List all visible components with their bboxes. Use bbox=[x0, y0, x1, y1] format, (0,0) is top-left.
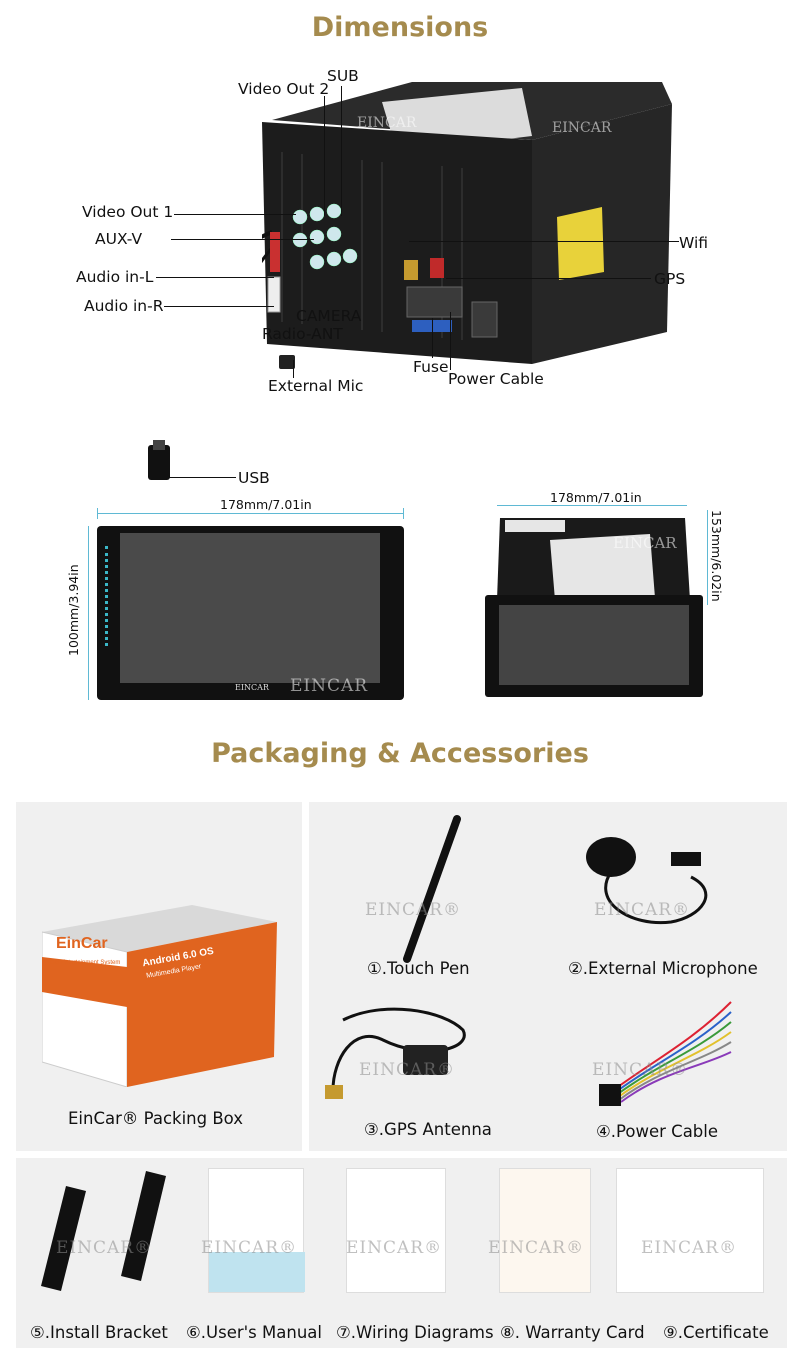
install-bracket-illustration bbox=[41, 1171, 166, 1291]
svg-text:EINCAR: EINCAR bbox=[552, 120, 612, 136]
label-usb: USB bbox=[238, 469, 270, 487]
wm-6: EINCAR® bbox=[201, 1238, 298, 1258]
caption-certificate: ⑨.Certificate bbox=[663, 1323, 769, 1342]
caption-external-microphone: ②.External Microphone bbox=[568, 959, 758, 978]
leader-video-out-1 bbox=[174, 214, 296, 215]
leader-fuse bbox=[432, 318, 433, 358]
wm-5: EINCAR® bbox=[56, 1238, 153, 1258]
wm-4: EINCAR® bbox=[592, 1060, 689, 1080]
leader-wifi bbox=[409, 241, 679, 242]
label-wifi: Wifi bbox=[679, 234, 709, 252]
wm-8: EINCAR® bbox=[488, 1238, 585, 1258]
packing-box-illustration bbox=[42, 905, 277, 1087]
dimensions-heading: Dimensions bbox=[311, 12, 489, 43]
front-height-line bbox=[88, 526, 89, 700]
wm-3: EINCAR® bbox=[359, 1060, 456, 1080]
gps-antenna-illustration bbox=[325, 1007, 466, 1099]
box-tag-text: Car Entertainment System bbox=[50, 960, 121, 966]
label-audio-in-l: Audio in-L bbox=[76, 268, 154, 286]
side-depth-line bbox=[707, 510, 708, 605]
external-microphone-illustration bbox=[586, 837, 708, 925]
label-video-out-1: Video Out 1 bbox=[82, 203, 174, 221]
touch-pen-illustration bbox=[403, 815, 461, 963]
front-width-line bbox=[97, 513, 404, 514]
front-watermark: EINCAR bbox=[290, 676, 369, 696]
panel-accessories: EINCAR® ①.Touch Pen EINCAR® ②.External M… bbox=[309, 802, 787, 1151]
wm-9: EINCAR® bbox=[641, 1238, 738, 1258]
wm-2: EINCAR® bbox=[594, 900, 691, 920]
warranty-card-illustration bbox=[499, 1168, 591, 1293]
label-camera: CAMERA bbox=[296, 307, 362, 325]
caption-users-manual: ⑥.User's Manual bbox=[186, 1323, 322, 1342]
leader-power bbox=[450, 312, 451, 370]
label-audio-in-r: Audio in-R bbox=[84, 297, 164, 315]
front-width-label: 178mm/7.01in bbox=[220, 497, 312, 512]
leader-mic bbox=[293, 360, 294, 378]
front-button-column bbox=[105, 546, 108, 646]
certificate-illustration bbox=[616, 1168, 764, 1293]
label-gps: GPS bbox=[654, 270, 686, 288]
leader-video-out-2 bbox=[324, 96, 325, 216]
mic-plug-illustration bbox=[279, 355, 295, 369]
front-screen bbox=[120, 533, 380, 683]
usb-plug-illustration bbox=[148, 440, 170, 480]
leader-aux-v bbox=[171, 239, 314, 240]
leader-sub bbox=[341, 86, 342, 216]
leader-usb bbox=[166, 477, 236, 478]
front-logo: EINCAR bbox=[235, 683, 269, 692]
label-external-mic: External Mic bbox=[268, 377, 364, 395]
leader-gps bbox=[446, 278, 651, 279]
label-power-cable: Power Cable bbox=[448, 370, 544, 388]
head-unit-rear-illustration: EINCAR EINCAR bbox=[262, 82, 672, 364]
caption-packing-box: EinCar® Packing Box bbox=[68, 1109, 244, 1128]
leader-audio-in-l bbox=[156, 277, 274, 278]
panel-packing-box: EinCar Car Entertainment System Android … bbox=[16, 802, 302, 1151]
label-radio-ant: Radio-ANT bbox=[262, 325, 343, 343]
front-view-unit: EINCAR EINCAR bbox=[97, 526, 404, 700]
angled-view-unit bbox=[485, 518, 703, 697]
power-cable-illustration bbox=[599, 1001, 732, 1106]
label-video-out-2: Video Out 2 bbox=[238, 80, 330, 98]
label-aux-v: AUX-V bbox=[95, 230, 143, 248]
caption-warranty-card: ⑧. Warranty Card bbox=[500, 1323, 645, 1342]
wm-7: EINCAR® bbox=[346, 1238, 443, 1258]
panel-documents: EINCAR® EINCAR® EINCAR® EINCAR® EINCAR® … bbox=[16, 1158, 787, 1348]
caption-touch-pen: ①.Touch Pen bbox=[367, 959, 470, 978]
label-fuse: Fuse bbox=[413, 358, 449, 376]
front-height-label: 100mm/3.94in bbox=[66, 564, 81, 656]
label-sub: SUB bbox=[327, 67, 359, 85]
caption-install-bracket: ⑤.Install Bracket bbox=[30, 1323, 168, 1342]
wiring-diagrams-illustration bbox=[346, 1168, 446, 1293]
side-width-line bbox=[497, 505, 687, 506]
box-brand-text: EinCar bbox=[56, 935, 108, 952]
users-manual-illustration bbox=[208, 1168, 305, 1293]
caption-gps-antenna: ③.GPS Antenna bbox=[364, 1120, 492, 1139]
packaging-heading: Packaging & Accessories bbox=[211, 738, 589, 769]
svg-text:EINCAR: EINCAR bbox=[357, 115, 417, 131]
angled-watermark: EINCAR bbox=[613, 534, 677, 552]
side-width-label: 178mm/7.01in bbox=[550, 490, 642, 505]
caption-power-cable: ④.Power Cable bbox=[596, 1122, 719, 1141]
caption-wiring-diagrams: ⑦.Wiring Diagrams bbox=[336, 1323, 494, 1342]
side-depth-label: 153mm/6.02in bbox=[709, 510, 724, 602]
leader-audio-in-r bbox=[164, 306, 274, 307]
wm-1: EINCAR® bbox=[365, 900, 462, 920]
